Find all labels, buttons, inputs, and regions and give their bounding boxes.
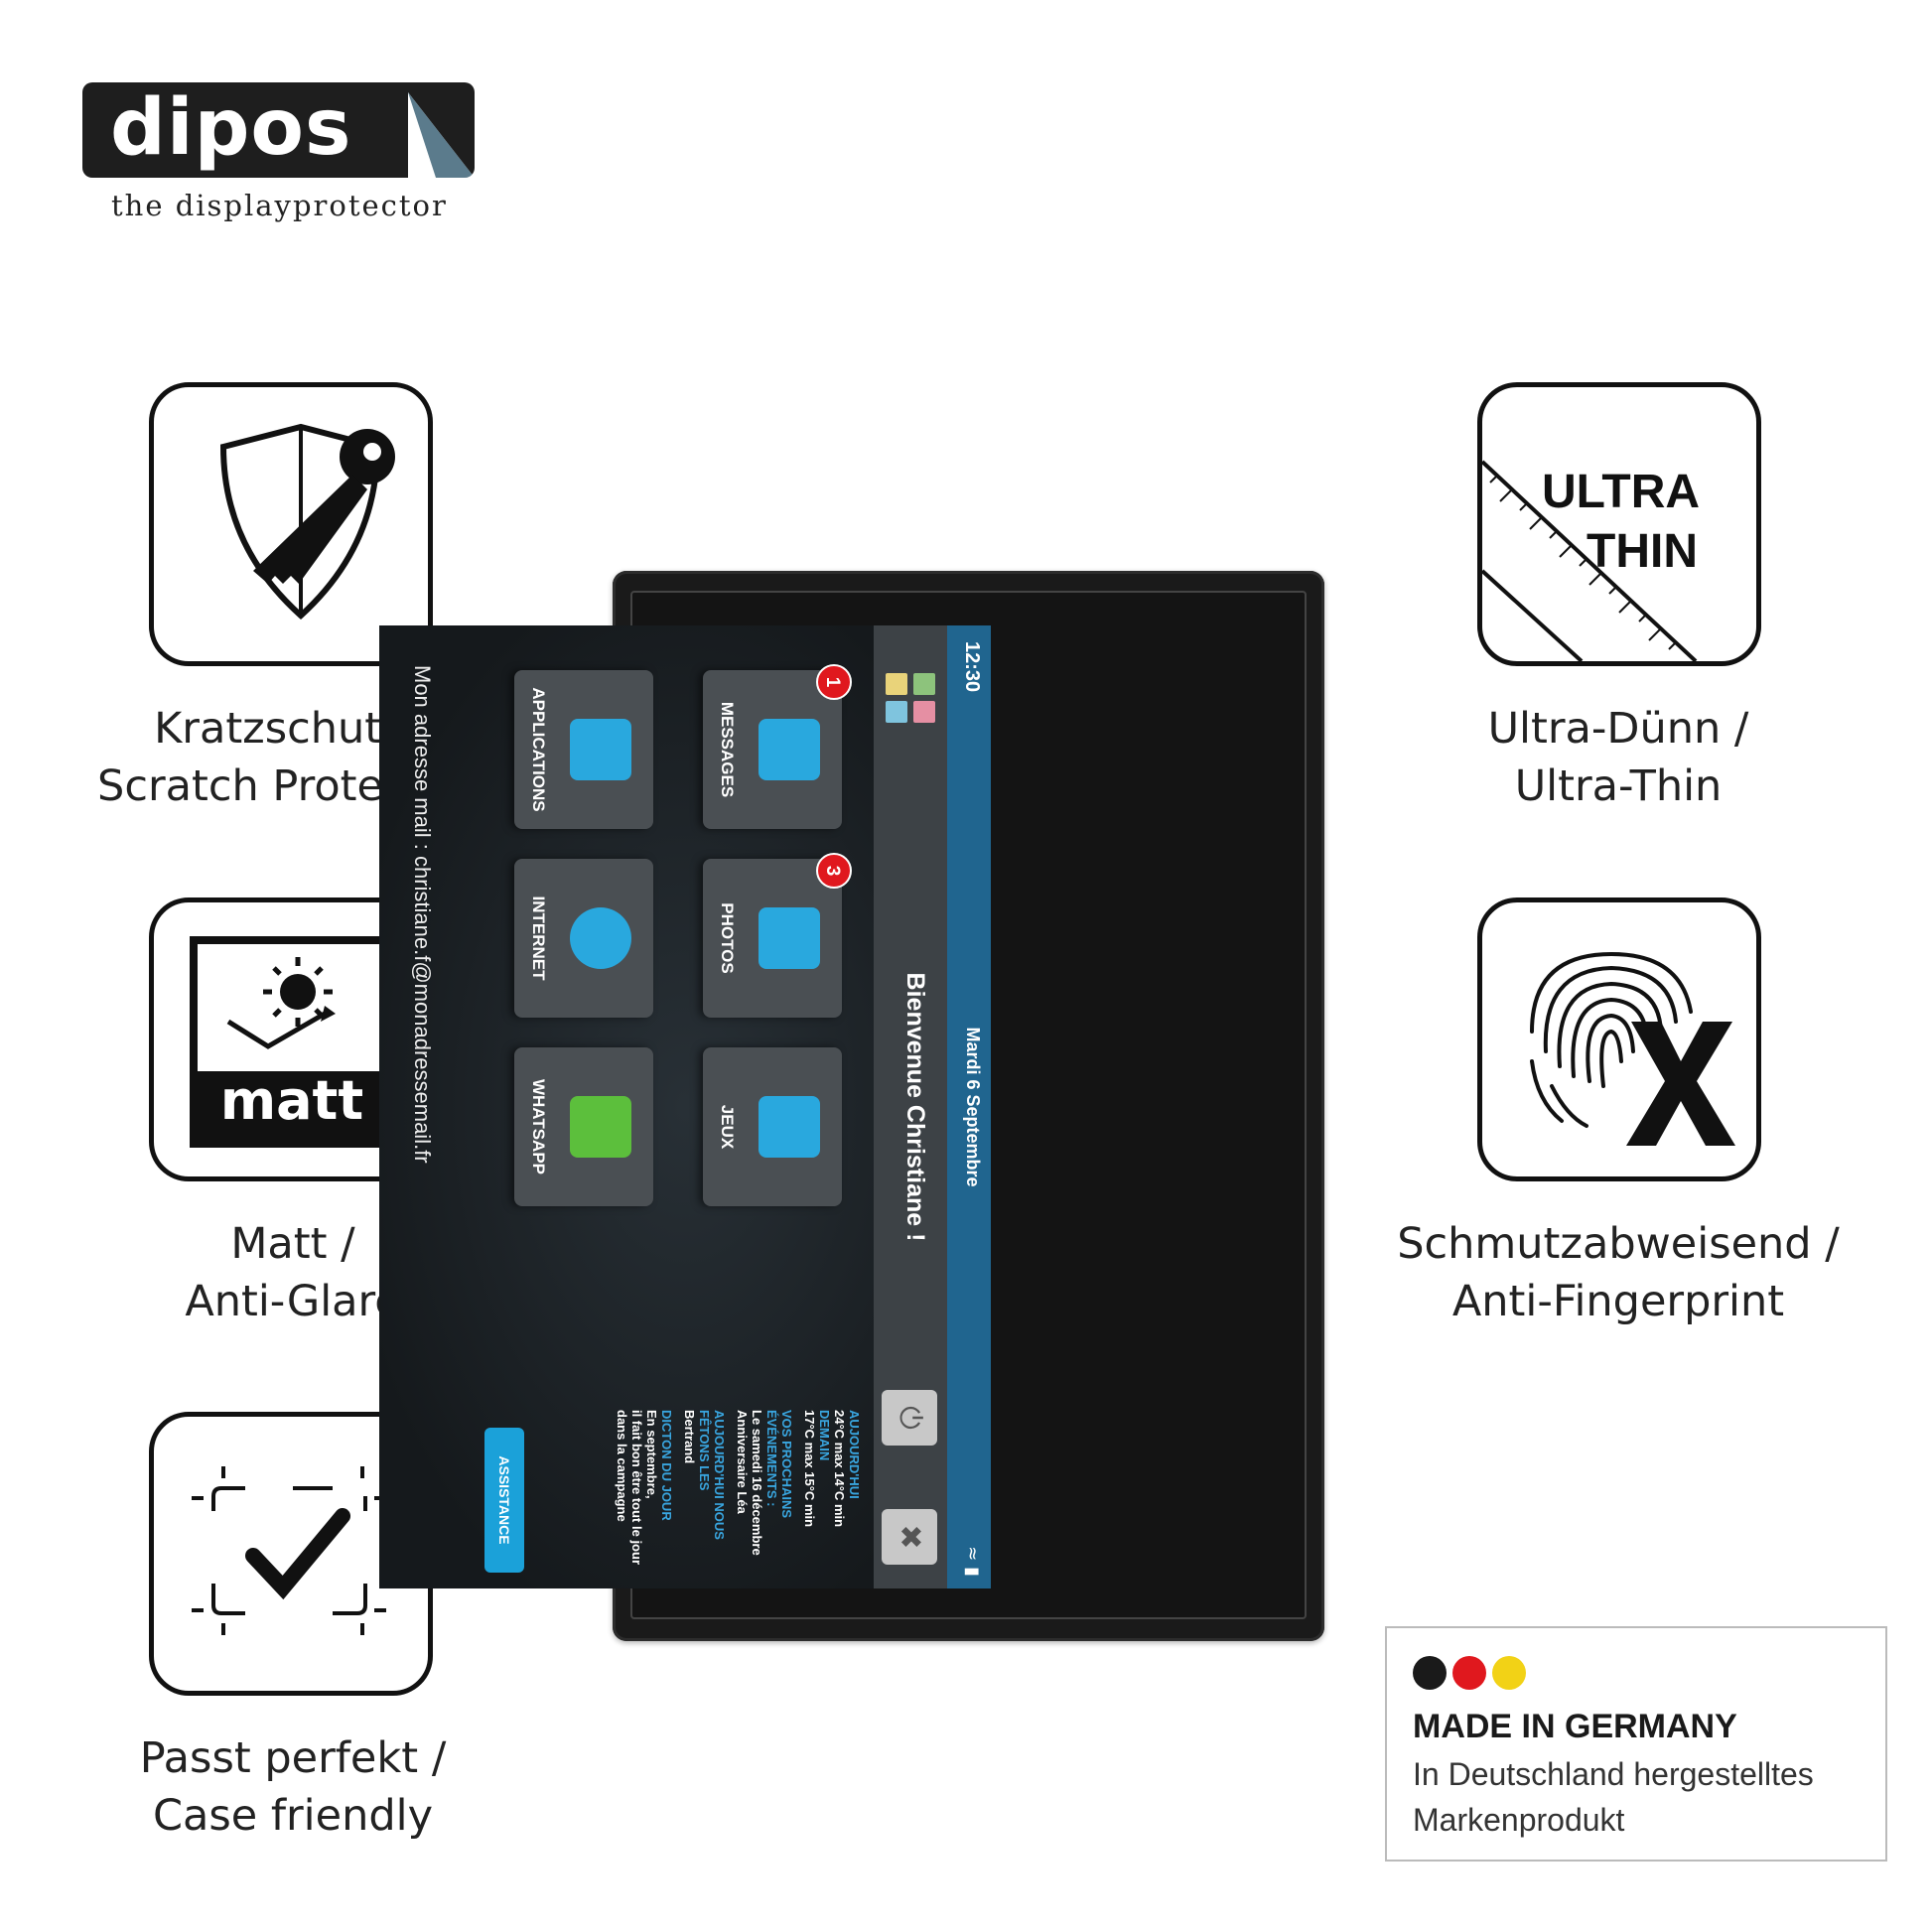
flag-dot-gold [1492,1656,1526,1690]
made-in-germany-title: MADE IN GERMANY [1413,1708,1737,1745]
app-jeux[interactable]: JEUX [703,1047,842,1206]
app-label: PHOTOS [718,902,737,974]
caption-de: Schmutzabweisend / [1397,1219,1840,1269]
battery-wifi-icon: ≈ ▮ [962,1546,983,1577]
matt-caption: Matt / Anti-Glare [15,1215,571,1330]
email-text: Mon adresse mail : christiane.f@monadres… [410,665,435,1164]
matt-sun-icon [190,936,394,1148]
brand-name: dipos [110,83,352,173]
notification-badge: 1 [816,664,852,700]
saying-label: DICTON DU JOUR [659,1410,674,1521]
thin-label: THIN [1587,525,1698,578]
event-date: Le samedi 16 décembre [750,1410,764,1556]
caption-en: Anti-Glare [185,1277,401,1326]
status-bar: 12:30 Mardi 6 Septembre ≈ ▮ [947,625,991,1588]
tablet-screen: 12:30 Mardi 6 Septembre ≈ ▮ Bienvenue Ch… [379,625,991,1588]
caption-de: Ultra-Dünn / [1487,704,1749,754]
camera-icon [759,907,820,969]
app-photos[interactable]: PHOTOS 3 [703,853,852,1018]
flag-dot-black [1413,1656,1447,1690]
whatsapp-icon [570,1096,631,1158]
flag-dot-red [1452,1656,1486,1690]
caption-de: Matt / [230,1219,355,1269]
app-label: APPLICATIONS [529,687,548,812]
scratch-protection-tile [149,382,433,666]
brand-logo: dipos [82,82,475,178]
subtitle-line: Markenprodukt [1413,1802,1625,1838]
anti-fingerprint-caption: Schmutzabweisend / Anti-Fingerprint [1340,1215,1896,1330]
case-friendly-caption: Passt perfekt / Case friendly [15,1729,571,1845]
saying-line: il fait bon être tout le jour [629,1410,644,1565]
fingerprint-cross-icon [1530,951,1735,1146]
caption-en: Anti-Fingerprint [1451,1277,1785,1326]
anti-fingerprint-tile [1477,897,1761,1181]
saying-line: dans la campagne [615,1410,629,1522]
event-name: Anniversaire Léa [735,1410,750,1514]
tomorrow-temp: 17°C max 15°C min [802,1410,817,1528]
brand-tagline: the displayprotector [111,189,448,222]
puzzle-icon [759,1096,820,1158]
saying-line: En septembre, [644,1410,659,1499]
globe-icon [570,907,631,969]
app-internet[interactable]: INTERNET [514,859,653,1018]
logo-corner-icon [408,92,475,178]
app-label: INTERNET [529,896,548,981]
feast-label: AUJOURD'HUI NOUS FÊTONS LES [697,1410,727,1540]
app-applications[interactable]: APPLICATIONS [514,670,653,829]
app-messages[interactable]: MESSAGES 1 [703,664,852,829]
caption-en: Case friendly [152,1791,434,1841]
app-label: MESSAGES [718,701,737,798]
assistance-button[interactable]: ASSISTANCE [484,1428,524,1573]
mail-icon [759,719,820,780]
ultra-thin-ruler-icon [1482,460,1698,661]
case-check-icon [192,1466,386,1635]
power-button[interactable]: ⏻ [882,1390,937,1446]
subtitle-line: In Deutschland hergestelltes [1413,1756,1814,1792]
tomorrow-label: DEMAIN [817,1410,832,1461]
app-label: WHATSAPP [529,1078,548,1174]
made-in-germany-badge: MADE IN GERMANY In Deutschland hergestel… [1385,1626,1887,1862]
made-in-germany-subtitle: In Deutschland hergestelltes Markenprodu… [1413,1751,1814,1843]
shield-key-icon [219,423,395,621]
ultra-thin-tile: ULTRA THIN [1477,382,1761,666]
events-label: VOS PROCHAINS ÉVÉNEMENTS : [764,1410,794,1519]
apps-grid-icon [570,719,631,780]
ultra-label: ULTRA [1542,466,1701,518]
today-temp: 24°C max 14°C min [832,1410,847,1528]
ultra-thin-caption: Ultra-Dünn / Ultra-Thin [1340,700,1896,815]
info-panel: AUJOURD'HUI 24°C max 14°C min DEMAIN 17°… [379,1410,874,1588]
today-label: AUJOURD'HUI [847,1410,862,1499]
settings-tools-button[interactable]: ✖ [882,1509,937,1565]
status-date: Mardi 6 Septembre [963,1027,983,1187]
app-whatsapp[interactable]: WHATSAPP [514,1047,653,1206]
caption-en: Ultra-Thin [1514,761,1723,811]
caption-de: Passt perfekt / [139,1733,447,1783]
app-label: JEUX [718,1104,737,1150]
notification-badge: 3 [816,853,852,889]
matt-label: matt [219,1069,364,1132]
feast-name: Bertrand [682,1410,697,1464]
